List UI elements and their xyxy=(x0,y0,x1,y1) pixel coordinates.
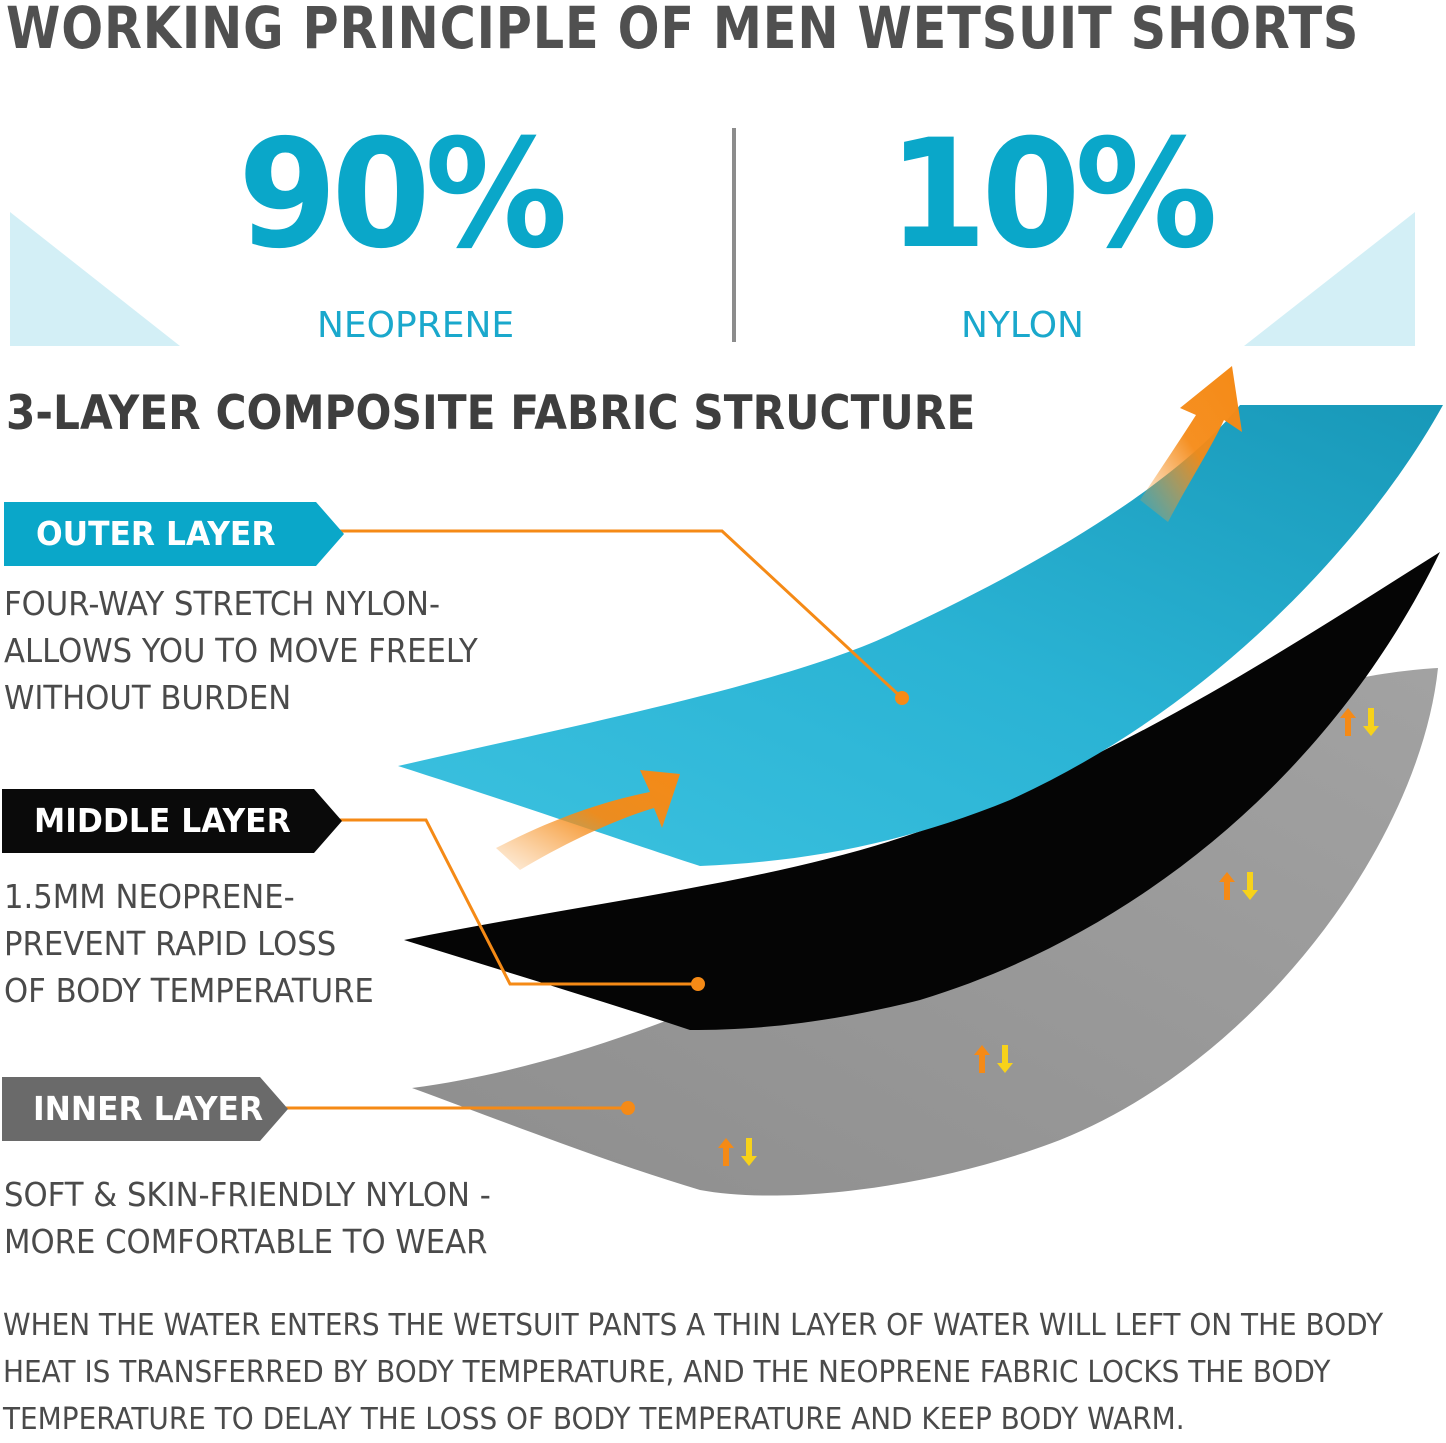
middle-layer-leader xyxy=(340,818,698,986)
description-line: PREVENT RAPID LOSS xyxy=(4,924,337,963)
middle-layer-description: 1.5MM NEOPRENE- PREVENT RAPID LOSS OF BO… xyxy=(4,873,374,1014)
right-triangle xyxy=(1244,212,1415,346)
nylon-percent: 10% xyxy=(888,108,1218,282)
section-heading: 3-LAYER COMPOSITE FABRIC STRUCTURE xyxy=(6,386,976,441)
note-line: WHEN THE WATER ENTERS THE WETSUIT PANTS … xyxy=(3,1308,1384,1343)
heat-exchange-icon xyxy=(718,1138,757,1166)
neoprene-percent: 90% xyxy=(238,108,568,282)
heat-exchange-icon xyxy=(1219,872,1258,900)
outer-layer-description: FOUR-WAY STRETCH NYLON- ALLOWS YOU TO MO… xyxy=(4,580,478,721)
airflow-arrow-lower xyxy=(496,770,680,870)
outer-layer-fabric xyxy=(398,405,1443,866)
inner-layer-tag: INNER LAYER xyxy=(33,1089,264,1128)
page-title: WORKING PRINCIPLE OF MEN WETSUIT SHORTS xyxy=(6,0,1360,62)
middle-layer-tag-shape xyxy=(2,789,342,853)
airflow-arrow-upper xyxy=(1140,366,1242,522)
description-line: OF BODY TEMPERATURE xyxy=(4,971,374,1010)
description-line: FOUR-WAY STRETCH NYLON- xyxy=(4,584,441,623)
inner-layer-description: SOFT & SKIN-FRIENDLY NYLON - MORE COMFOR… xyxy=(4,1171,491,1265)
nylon-label: NYLON xyxy=(961,305,1084,346)
note-line: HEAT IS TRANSFERRED BY BODY TEMPERATURE,… xyxy=(3,1355,1331,1390)
bottom-note: WHEN THE WATER ENTERS THE WETSUIT PANTS … xyxy=(3,1302,1383,1443)
middle-layer-dot xyxy=(691,977,705,991)
heat-exchange-icon xyxy=(1340,708,1379,736)
description-line: ALLOWS YOU TO MOVE FREELY xyxy=(4,631,478,670)
outer-layer-tag-shape xyxy=(4,502,344,566)
inner-layer-dot xyxy=(621,1101,635,1115)
description-line: MORE COMFORTABLE TO WEAR xyxy=(4,1222,488,1261)
outer-layer-tag: OUTER LAYER xyxy=(36,514,276,553)
description-line: 1.5MM NEOPRENE- xyxy=(4,877,295,916)
middle-layer-fabric xyxy=(404,552,1440,1030)
outer-layer-leader xyxy=(340,529,904,700)
note-line: TEMPERATURE TO DELAY THE LOSS OF BODY TE… xyxy=(3,1402,1185,1437)
heat-exchange-icon xyxy=(974,1045,1013,1073)
inner-layer-tag-shape xyxy=(2,1077,288,1141)
description-line: WITHOUT BURDEN xyxy=(4,678,292,717)
description-line: SOFT & SKIN-FRIENDLY NYLON - xyxy=(4,1175,491,1214)
left-triangle xyxy=(10,212,180,346)
neoprene-label: NEOPRENE xyxy=(317,305,515,346)
middle-layer-tag: MIDDLE LAYER xyxy=(34,801,291,840)
outer-layer-dot xyxy=(895,691,909,705)
stats-divider xyxy=(732,128,736,342)
